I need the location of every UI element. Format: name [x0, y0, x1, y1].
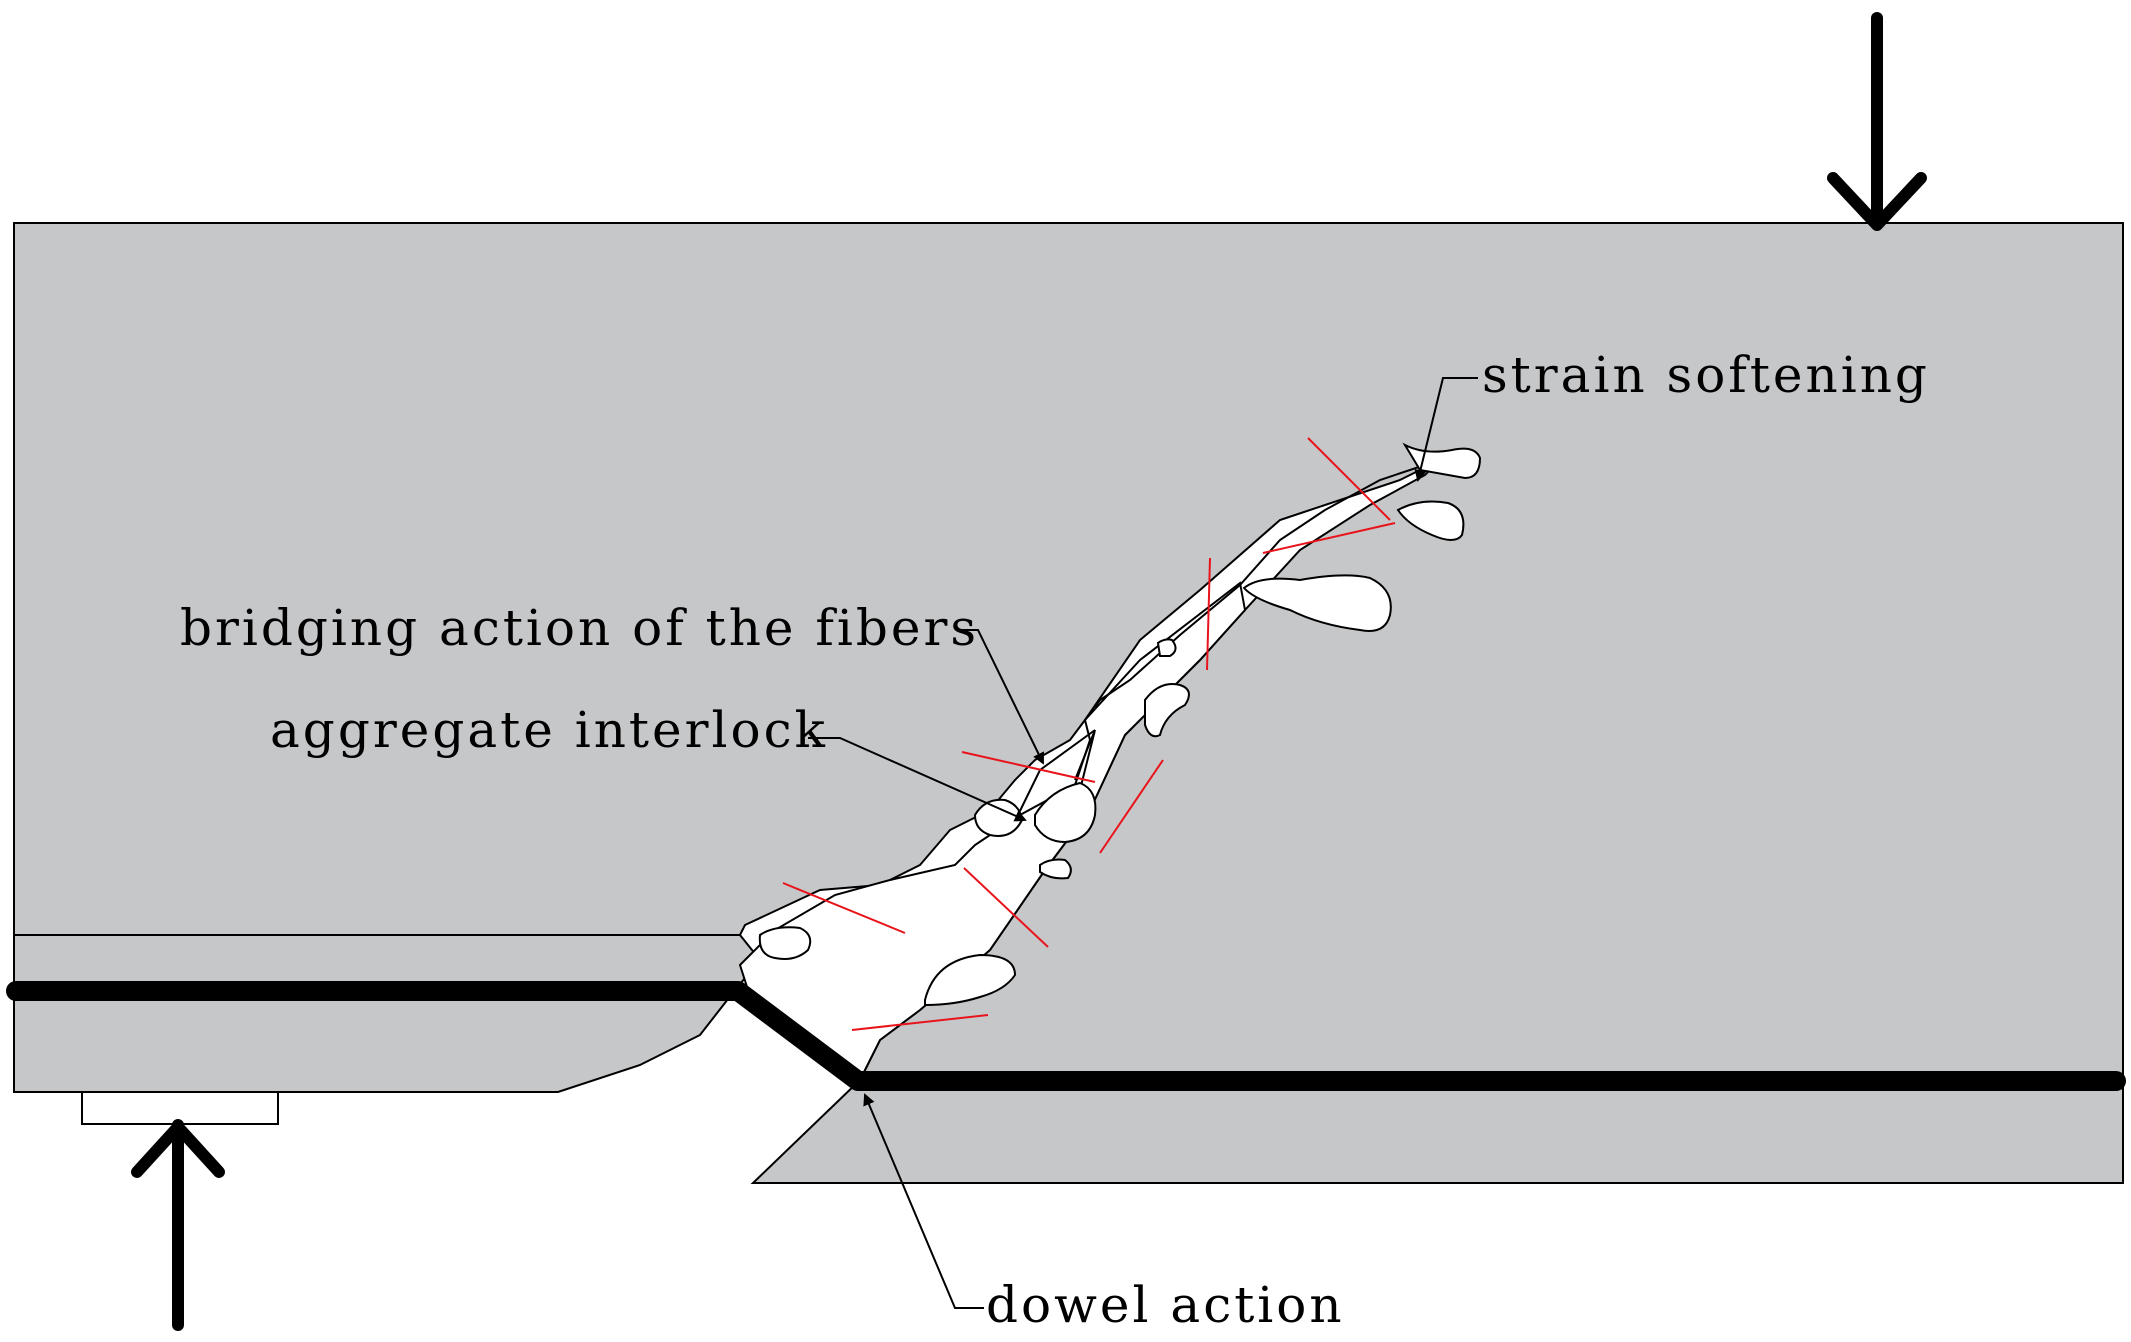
leader-bridging — [957, 629, 1044, 765]
label-dowel-action: dowel action — [986, 1276, 1345, 1334]
label-aggregate-interlock: aggregate interlock — [270, 701, 828, 759]
support-plate — [81, 1091, 279, 1125]
aggregate-8 — [1039, 858, 1072, 880]
aggregate-2 — [1396, 500, 1465, 541]
aggregate-5 — [1144, 683, 1190, 738]
aggregate-6 — [973, 798, 1024, 837]
crack-extension-line — [1084, 459, 1441, 721]
label-bridging: bridging action of the fibers — [180, 599, 979, 657]
load-arrow — [1827, 12, 1927, 231]
label-strain-softening: strain softening — [1482, 346, 1930, 404]
crack-branch-line-2 — [1074, 729, 1096, 791]
aggregate-10 — [924, 953, 1017, 1007]
leader-dowel — [863, 1093, 984, 1309]
leader-aggregate — [808, 737, 1027, 822]
aggregate-4 — [1156, 638, 1177, 657]
aggregate-7 — [1034, 781, 1097, 844]
steel-fibers — [782, 437, 1396, 1031]
reaction-arrow — [131, 1119, 225, 1331]
leader-strain-softening — [1414, 377, 1478, 482]
aggregate-3 — [1242, 574, 1392, 632]
rebar — [6, 981, 2126, 1091]
aggregate-9 — [758, 926, 812, 960]
